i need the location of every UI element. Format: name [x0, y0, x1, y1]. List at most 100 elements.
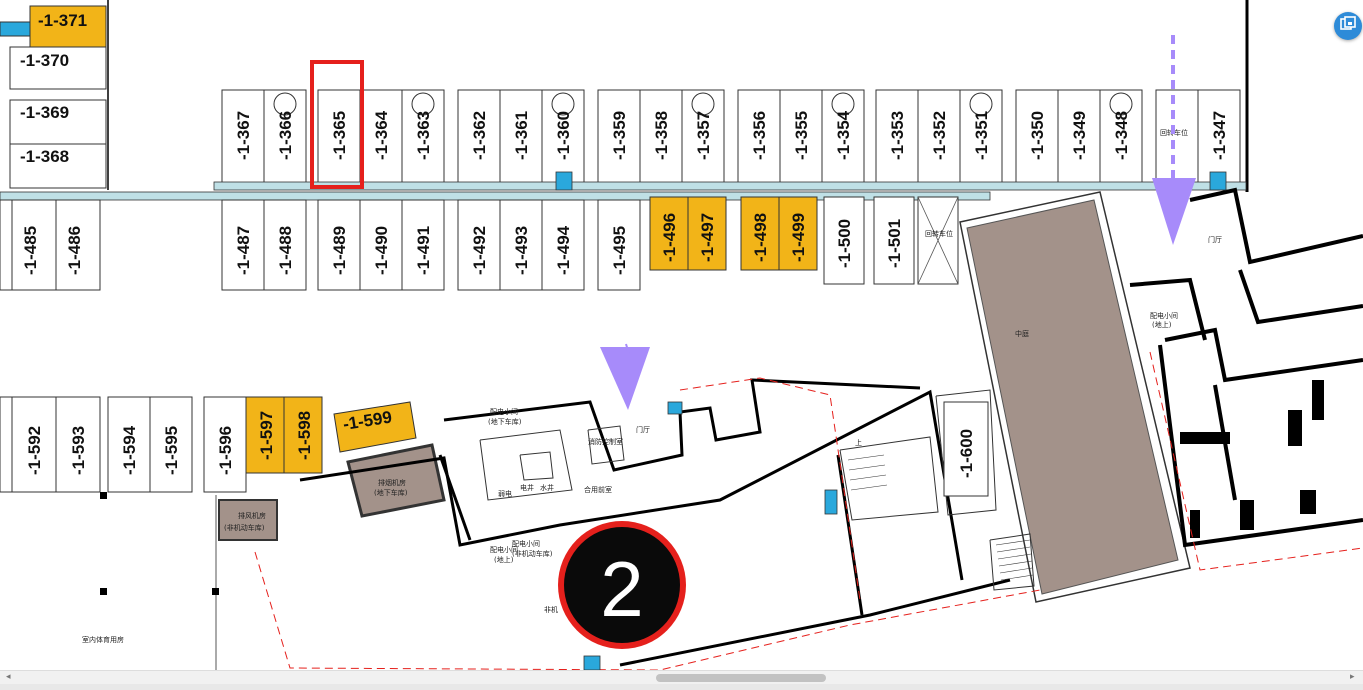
spot-label-365: -1-365 [330, 111, 349, 160]
spot-label-489: -1-489 [330, 226, 349, 275]
spot-label-368: -1-368 [20, 147, 69, 166]
fan-room-sub: (非机动车库) [224, 523, 265, 532]
spot-label-364: -1-364 [372, 110, 391, 160]
spot-label-361: -1-361 [512, 111, 531, 160]
spot-label-354: -1-354 [834, 110, 853, 160]
spot-label-597: -1-597 [257, 411, 276, 460]
occupied-spots-row2 [649, 196, 818, 271]
power-room-d-sub: (非机动车库) [512, 549, 553, 558]
right-building-pillars [1180, 380, 1324, 538]
spot-label-366: -1-366 [276, 111, 295, 160]
left-top-spots [0, 5, 107, 189]
spot-label-357: -1-357 [694, 111, 713, 160]
spot-label-596: -1-596 [216, 426, 235, 475]
spot-label-371: -1-371 [38, 11, 87, 30]
weak-elec-label: 弱电 [498, 489, 512, 498]
right-building-walls [1129, 187, 1363, 548]
spot-label-595: -1-595 [162, 426, 181, 475]
spot-label-593: -1-593 [69, 426, 88, 475]
power-room-above-sub: (地上) [1152, 320, 1172, 329]
spot-label-369: -1-369 [20, 103, 69, 122]
layers-fab-button[interactable] [1334, 12, 1362, 40]
spot-label-487: -1-487 [234, 226, 253, 275]
arrow-down-icon [1152, 178, 1196, 245]
power-room-c-label: 配电小间 [490, 545, 518, 554]
scrollbar-thumb[interactable] [656, 674, 826, 682]
service-core [299, 378, 1011, 667]
spot-label-598: -1-598 [295, 411, 314, 460]
spot-label-348: -1-348 [1112, 111, 1131, 160]
nonmotor-label: 非机 [544, 605, 558, 614]
stack-layers-icon [1340, 15, 1356, 37]
spot-label-494: -1-494 [554, 225, 573, 275]
spot-label-486: -1-486 [65, 226, 84, 275]
spot-label-492: -1-492 [470, 226, 489, 275]
fire-control-label: 消防控制室 [588, 437, 623, 446]
spot-label-497: -1-497 [698, 213, 717, 262]
spot-label-495: -1-495 [610, 226, 629, 275]
backup-spot-label-b: 回转车位 [925, 229, 953, 238]
third-row-spots [0, 396, 247, 493]
spot-label-370: -1-370 [20, 51, 69, 70]
spot-label-362: -1-362 [470, 111, 489, 160]
atrium-label: 中庭 [1015, 329, 1029, 338]
spot-label-352: -1-352 [930, 111, 949, 160]
spot-label-359: -1-359 [610, 111, 629, 160]
spot-label-600: -1-600 [957, 429, 976, 478]
scroll-right-icon[interactable]: ▸ [1350, 672, 1355, 682]
spot-label-356: -1-356 [750, 111, 769, 160]
pillars-bottom [100, 492, 219, 595]
lobby-label: 合用前室 [584, 485, 612, 494]
spot-label-360: -1-360 [554, 111, 573, 160]
spot-label-488: -1-488 [276, 226, 295, 275]
occupied-spots-row3 [245, 396, 417, 474]
stair-up-label: 上 [855, 438, 862, 447]
blue-fixtures [555, 171, 1227, 671]
spot-label-594: -1-594 [120, 425, 139, 475]
spot-label-363: -1-363 [414, 111, 433, 160]
ev-charger-icon [273, 92, 1133, 116]
spot-label-501: -1-501 [885, 219, 904, 268]
power-room-c-sub: (地上) [494, 555, 514, 564]
elec-well-label: 电井 [520, 483, 534, 492]
spot-label-491: -1-491 [414, 226, 433, 275]
spot-label-350: -1-350 [1028, 111, 1047, 160]
door-hall-center-label: 门厅 [636, 425, 650, 434]
power-room-d-label: 配电小间 [512, 539, 540, 548]
arrow-down-icon [600, 347, 650, 410]
spot-label-351: -1-351 [972, 111, 991, 160]
fire-zone-outline [254, 351, 1363, 671]
door-hall-right-label: 门厅 [1208, 235, 1222, 244]
power-room-below-label: 配电小间 [490, 407, 518, 416]
spot-label-499: -1-499 [789, 213, 808, 262]
spot-label-493: -1-493 [512, 226, 531, 275]
spot-600 [943, 401, 989, 497]
highlight-box [310, 60, 364, 189]
zone-number: 2 [600, 545, 643, 633]
spot-label-485: -1-485 [21, 226, 40, 275]
atrium-block [959, 191, 1191, 603]
fan-room-label: 排风机房 [238, 511, 266, 520]
indoor-sports-label: 室内体育用房 [82, 635, 124, 644]
water-pump-label: 水井 [540, 483, 554, 492]
spot-label-349: -1-349 [1070, 111, 1089, 160]
spot-label-498: -1-498 [751, 213, 770, 262]
spot-label-592: -1-592 [25, 426, 44, 475]
spot-label-496: -1-496 [660, 213, 679, 262]
scroll-left-icon[interactable]: ◂ [6, 672, 11, 682]
exhaust-room-label: 排烟机房 [378, 478, 406, 487]
horizontal-scrollbar[interactable]: ◂ ▸ [0, 670, 1363, 685]
status-bar [0, 684, 1363, 690]
spot-label-500: -1-500 [835, 219, 854, 268]
top-row-spots [221, 89, 1241, 184]
power-room-above-label: 配电小间 [1150, 311, 1178, 320]
spot-label-355: -1-355 [792, 111, 811, 160]
spot-label-358: -1-358 [652, 111, 671, 160]
spot-label-490: -1-490 [372, 226, 391, 275]
exhaust-room-sub: (地下车库) [374, 488, 408, 497]
power-room-below-sub: (地下车库) [488, 417, 522, 426]
fan-room [218, 499, 278, 541]
spot-label-367: -1-367 [234, 111, 253, 160]
zone-badge [558, 521, 686, 649]
